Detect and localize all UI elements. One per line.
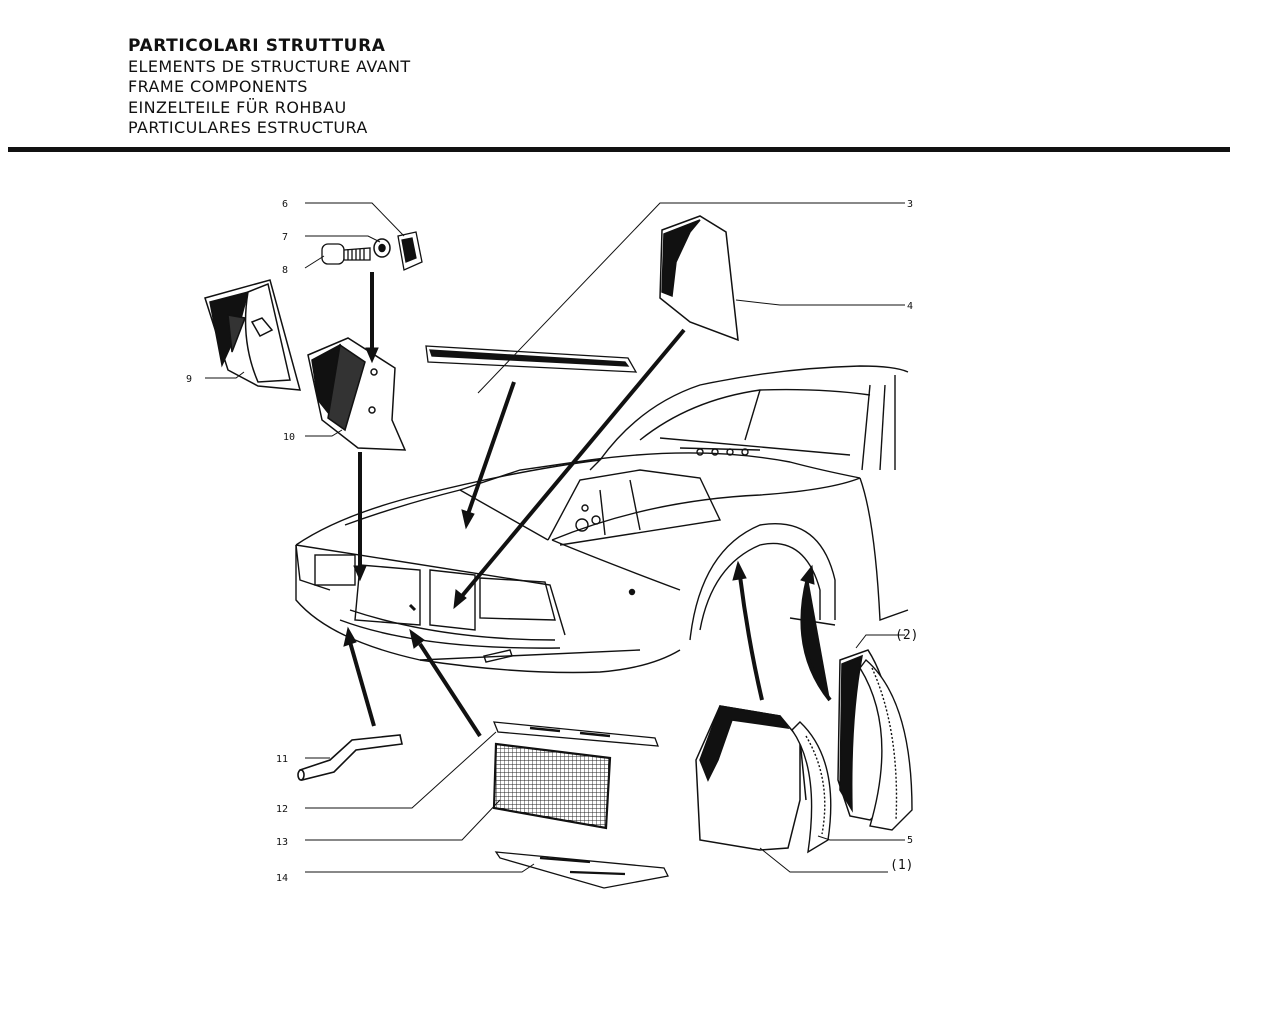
tube-part-11: [297, 734, 403, 781]
callout-9: 9: [186, 374, 192, 385]
title-spanish: PARTICULARES ESTRUCTURA: [128, 118, 368, 137]
callout-10: 10: [283, 432, 295, 443]
title-english: FRAME COMPONENTS: [128, 77, 308, 96]
arch-strip-part-5: [859, 658, 913, 831]
page-header: PARTICOLARI STRUTTURA ELEMENTS DE STRUCT…: [128, 36, 411, 139]
callout-5: 5: [907, 835, 913, 846]
side-panel-part-4: [659, 215, 739, 342]
header-rule: [8, 147, 1230, 152]
washer-part-7: [373, 238, 391, 258]
cowl-panel-part-3: [425, 345, 638, 373]
clip-part-6: [397, 231, 423, 271]
callout-8: 8: [282, 265, 288, 276]
callout-13: 13: [276, 837, 288, 848]
callout-7: 7: [282, 232, 288, 243]
callout-2: (2): [895, 628, 918, 643]
callout-11: 11: [276, 754, 288, 765]
callout-3: 3: [907, 199, 913, 210]
headlight-bucket-part-10: [307, 337, 407, 451]
arch-strip-part-1: [791, 721, 832, 854]
title-italian: PARTICOLARI STRUTTURA: [128, 36, 386, 56]
callout-6: 6: [282, 199, 288, 210]
plate-part-14: [494, 851, 669, 889]
callout-4: 4: [907, 301, 913, 312]
title-french: ELEMENTS DE STRUCTURE AVANT: [128, 56, 411, 76]
callout-12: 12: [276, 804, 288, 815]
title-german: EINZELTEILE FÜR ROHBAU: [128, 97, 347, 117]
wheel-arch-panel-part-1: [695, 705, 807, 851]
tray-part-12: [492, 721, 659, 747]
screw-part-8: [321, 243, 371, 265]
callout-14: 14: [276, 873, 288, 884]
assembly-arrows: [343, 272, 832, 738]
mesh-grille-part-13: [492, 742, 612, 830]
headlight-bucket-part-9: [204, 279, 302, 391]
callout-labels: 6 7 8 9 10 3 4 (2) 5 (1) 11 12 13 14: [186, 199, 918, 884]
callout-1: (1): [890, 858, 913, 873]
leader-lines: [205, 202, 905, 873]
